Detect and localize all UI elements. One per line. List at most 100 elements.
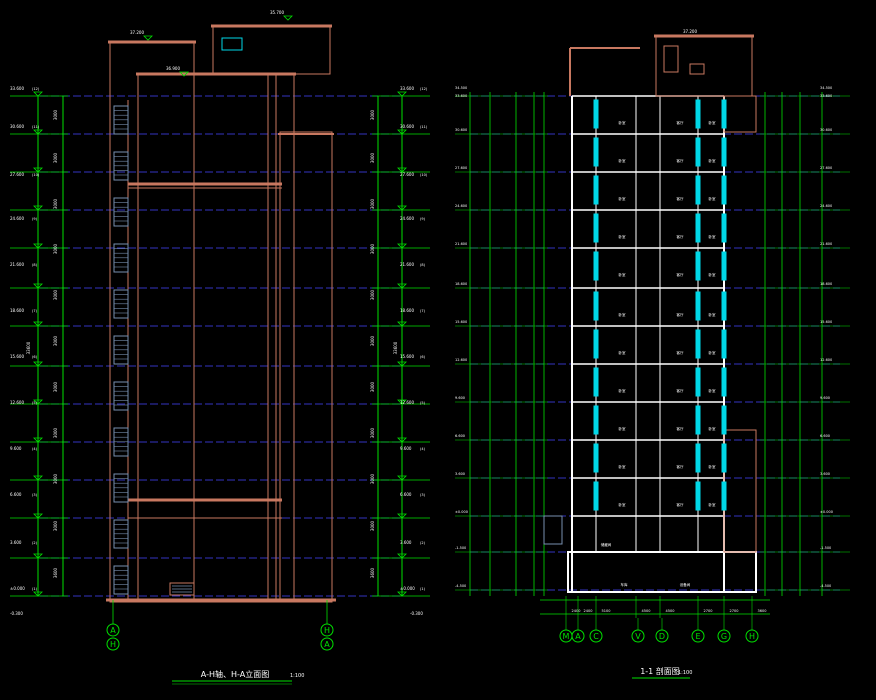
left-floor-number: (10) (32, 173, 40, 177)
right-floor-number: (5) (420, 401, 426, 405)
right-level-triangle (397, 361, 407, 367)
penthouse-window (221, 37, 243, 51)
axis-bubble-h-bottom-label: H (110, 640, 116, 649)
left-floor-number: (2) (32, 541, 38, 545)
section-glass-e (695, 213, 701, 243)
section-glass-h (721, 329, 727, 359)
section-bottom-dim: 2700 (704, 609, 713, 613)
right-floor-dim: 3000 (370, 427, 375, 438)
section-right-level: 15.600 (820, 320, 832, 324)
section-room-label: 卧室 (619, 234, 627, 239)
right-level-triangle (397, 129, 407, 135)
right-level-triangle (397, 283, 407, 289)
left-level-triangle (33, 513, 43, 519)
left-floor-dim: 3000 (53, 335, 58, 346)
left-floor-number: (12) (32, 87, 40, 91)
left-level-triangle (33, 243, 43, 249)
right-level-label: 27.600 (400, 172, 414, 177)
section-glass-h (721, 443, 727, 473)
section-glass-e (695, 367, 701, 397)
section-glass-c (593, 137, 599, 167)
section-bottom-dim: 4500 (666, 609, 675, 613)
section-glass-e (695, 291, 701, 321)
left-floor-dim: 3000 (53, 381, 58, 392)
section-room-label: 卧室 (619, 388, 627, 393)
section-left-level: 33.600 (455, 94, 467, 98)
section-axis-bubble-d-circle (655, 629, 669, 643)
left-level-label: 9.600 (10, 446, 22, 451)
section-glass-c (593, 213, 599, 243)
section-axis-bubble-g-label: G (721, 632, 727, 641)
section-glass-c (593, 481, 599, 511)
right-floor-number: (10) (420, 173, 428, 177)
left-level-triangle (33, 321, 43, 327)
section-bottom-dim: 2700 (730, 609, 739, 613)
section-room-label: 客厅 (677, 350, 685, 355)
right-ground-label: -0.300 (410, 611, 423, 616)
left-floor-number: (9) (32, 217, 38, 221)
right-floor-dim: 3000 (370, 152, 375, 163)
section-right-level: 21.600 (820, 242, 832, 246)
left-floor-number: (1) (32, 587, 38, 591)
section-axis-bubble-a-circle (571, 629, 585, 643)
section-right-level: 6.600 (820, 434, 830, 438)
section-left-level: -4.500 (455, 584, 466, 588)
section-glass-h (721, 405, 727, 435)
left-floor-number: (5) (32, 401, 38, 405)
right-level-triangle (397, 437, 407, 443)
section-glass-e (695, 175, 701, 205)
section-left-level: 12.600 (455, 358, 467, 362)
section-left-level: 21.600 (455, 242, 467, 246)
left-level-label: 15.600 (10, 354, 24, 359)
right-floor-number: (7) (420, 309, 426, 313)
left-floor-number: (3) (32, 493, 38, 497)
right-level-label: 18.600 (400, 308, 414, 313)
left-level-triangle (33, 553, 43, 559)
left-elevation-drawing: 33.600(12)30.600(11)27.600(10)24.600(9)2… (10, 10, 430, 651)
section-axis-bubble-a-label: A (575, 632, 581, 641)
left-level-triangle (33, 205, 43, 211)
left-level-label: ±0.000 (10, 586, 25, 591)
section-room-label: 客厅 (677, 196, 685, 201)
section-room-label: 客厅 (677, 312, 685, 317)
section-glass-e (695, 329, 701, 359)
section-glass-e (695, 251, 701, 281)
roof-level-triangle (143, 35, 153, 41)
right-floor-number: (6) (420, 355, 426, 359)
section-left-level: 24.600 (455, 204, 467, 208)
right-level-triangle (397, 91, 407, 97)
roof-level-label: 37.200 (130, 30, 144, 35)
section-glass-c (593, 367, 599, 397)
right-floor-number: (11) (420, 125, 428, 129)
right-level-triangle (397, 399, 407, 405)
section-left-level: 30.600 (455, 128, 467, 132)
section-right-level: 33.600 (820, 94, 832, 98)
section-left-level: 27.600 (455, 166, 467, 170)
section-room-label: 卧室 (619, 120, 627, 125)
section-glass-c (593, 251, 599, 281)
section-room-label: 卧室 (709, 464, 717, 469)
right-level-label: 21.600 (400, 262, 414, 267)
section-axis-bubble-g-circle (717, 629, 731, 643)
right-level-label: 30.600 (400, 124, 414, 129)
left-ground-label: -0.300 (10, 611, 23, 616)
section-axis-bubble-d-label: D (659, 632, 665, 641)
left-drawing-title: A-H轴、H-A立面图 (201, 669, 269, 679)
right-total-height: 33600 (393, 341, 398, 354)
section-axis-bubble-v-label: V (635, 632, 641, 641)
axis-bubble-h-top-label: H (324, 626, 330, 635)
section-right-level: 3.600 (820, 472, 830, 476)
left-level-triangle (33, 91, 43, 97)
right-level-label: 15.600 (400, 354, 414, 359)
section-room-label: 客厅 (677, 502, 685, 507)
section-glass-e (695, 481, 701, 511)
section-glass-c (593, 175, 599, 205)
section-glass-c (593, 405, 599, 435)
right-floor-dim: 3000 (370, 335, 375, 346)
left-level-label: 30.600 (10, 124, 24, 129)
roof-door (663, 45, 679, 73)
section-axis-bubble-v-circle (631, 629, 645, 643)
basement-box (567, 551, 757, 593)
section-glass-e (695, 405, 701, 435)
